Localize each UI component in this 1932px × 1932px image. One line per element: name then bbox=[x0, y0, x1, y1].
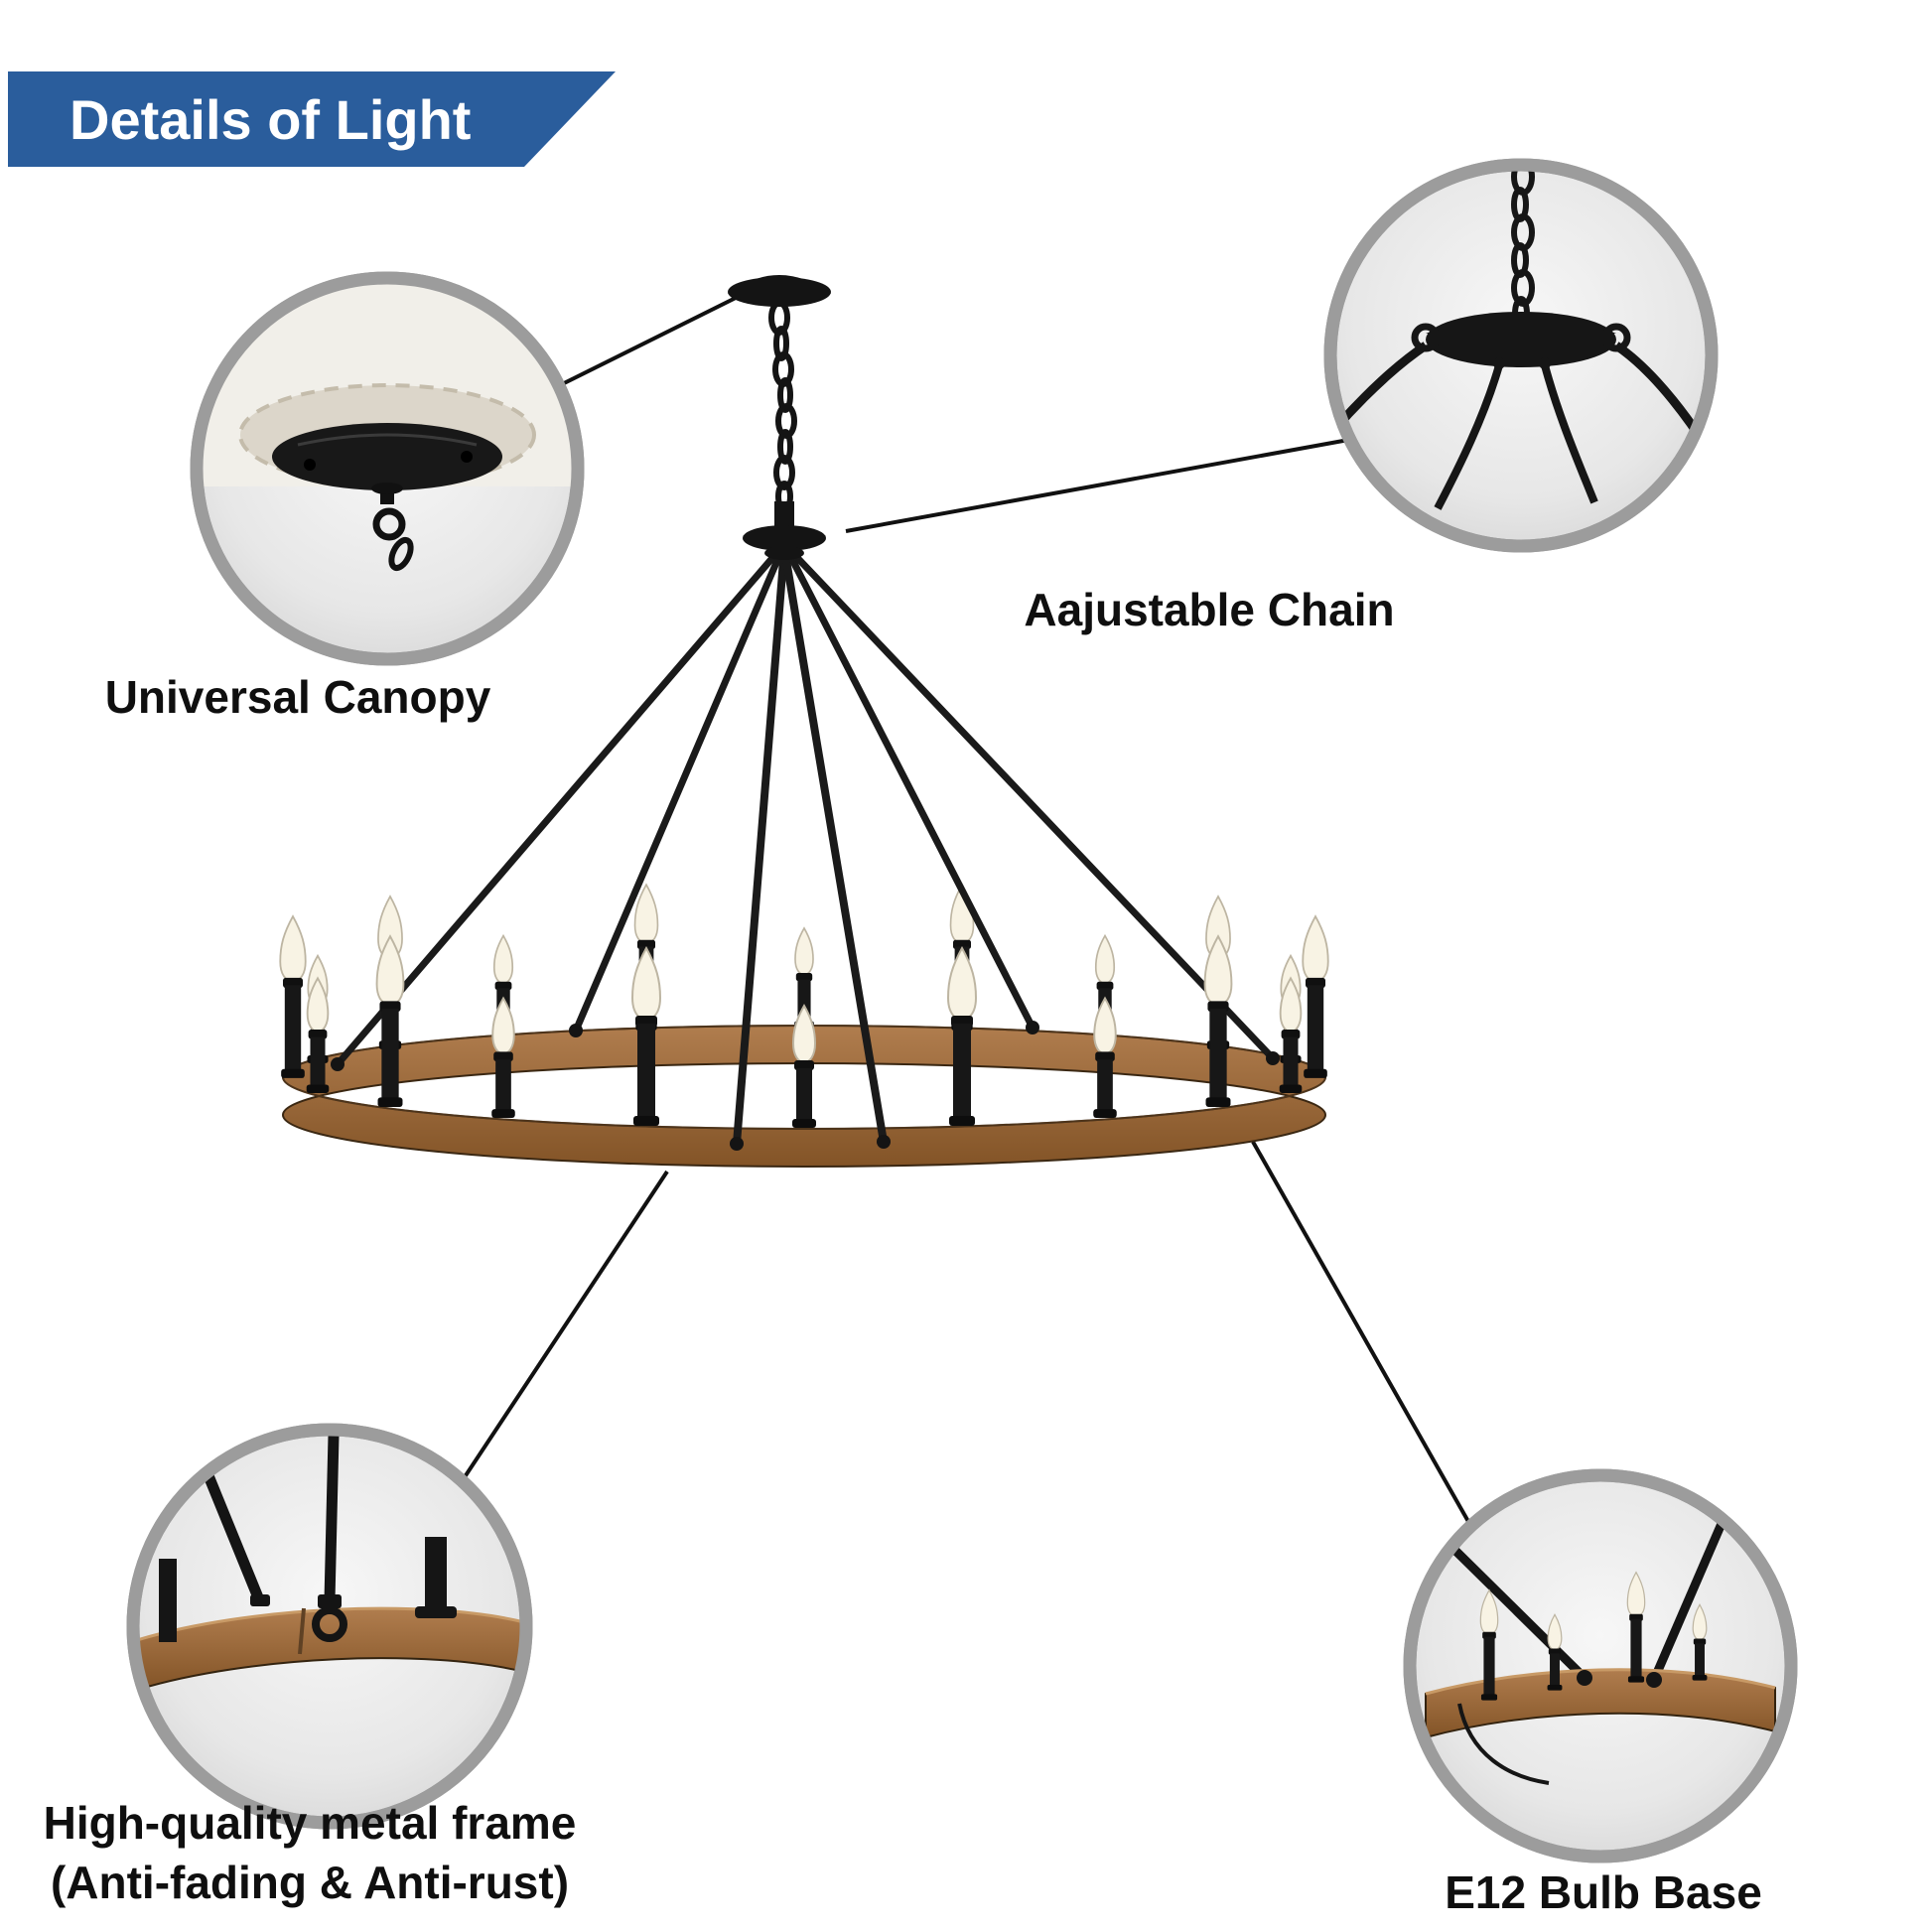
hanging-chain bbox=[768, 300, 797, 512]
support-rods bbox=[334, 540, 1277, 1148]
label-universal-canopy: Universal Canopy bbox=[105, 671, 491, 723]
chandelier bbox=[279, 275, 1329, 1168]
callout-adjustable-chain bbox=[1323, 158, 1719, 553]
callout-bulb-base bbox=[1403, 1468, 1798, 1863]
callout-universal-canopy bbox=[190, 271, 585, 666]
connector-chain bbox=[845, 425, 1421, 533]
frame-detail-view bbox=[139, 1436, 520, 1692]
label-metal-frame-line1: High-quality metal frame bbox=[44, 1797, 577, 1849]
candle bbox=[490, 997, 516, 1119]
label-adjustable-chain: Aajustable Chain bbox=[1024, 584, 1394, 635]
title-banner bbox=[8, 71, 616, 167]
candle bbox=[279, 915, 307, 1079]
label-metal-frame-line2: (Anti-fading & Anti-rust) bbox=[51, 1857, 569, 1908]
central-hub bbox=[743, 501, 826, 560]
rod-brackets bbox=[331, 1021, 1280, 1151]
callout-metal-frame bbox=[126, 1423, 533, 1830]
candle bbox=[1092, 997, 1118, 1119]
candle bbox=[791, 1005, 817, 1129]
candle bbox=[1302, 915, 1329, 1079]
connector-bulb bbox=[1251, 1141, 1481, 1542]
callout-connector-lines bbox=[435, 294, 1481, 1542]
chain-detail-view bbox=[1336, 171, 1706, 510]
page-title: Details of Light bbox=[69, 88, 471, 151]
connector-canopy bbox=[535, 294, 741, 399]
ceiling-canopy bbox=[728, 275, 831, 307]
connector-frame bbox=[435, 1170, 669, 1521]
label-e12-bulb-base: E12 Bulb Base bbox=[1445, 1866, 1762, 1918]
